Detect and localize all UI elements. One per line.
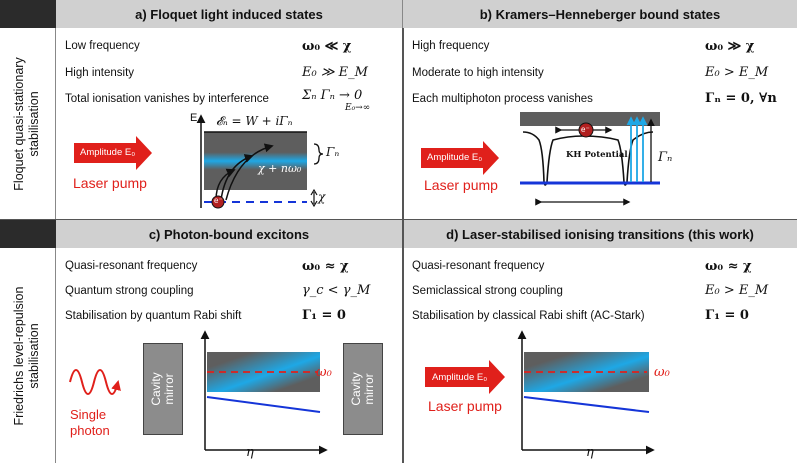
panel-d-pump-label: Amplitude E₀ — [432, 372, 488, 383]
panel-b-continuum-band — [520, 112, 660, 126]
panel-a-electron-label: e⁻ — [214, 196, 223, 205]
panel-a-axis-label: E — [190, 112, 198, 124]
panel-c-mirror-right-line2: mirror — [362, 373, 376, 405]
grid-divider-vertical — [402, 28, 404, 463]
panel-b-title: b) Kramers–Henneberger bound states — [479, 6, 721, 22]
panel-c-prop-1-label: Quasi-resonant frequency — [65, 260, 198, 272]
panel-a-prop-3-sub: E₀→∞ — [345, 103, 371, 113]
panel-a-diagram — [74, 114, 324, 209]
panel-c-diagram — [69, 330, 328, 455]
panel-b-pump-arrow — [421, 141, 499, 175]
panel-c-photon-label-1: Single — [70, 407, 107, 422]
panel-b-electron-label: e⁻ — [581, 125, 590, 134]
row-2-title: Friedrichs level-repulsion stabilisation — [12, 248, 44, 464]
panel-b-pump-label: Amplitude E₀ — [427, 152, 483, 163]
panel-b-diagram — [421, 112, 660, 206]
row-1-title-line2: stabilisation — [27, 91, 41, 157]
panel-d-prop-1-label: Quasi-resonant frequency — [412, 260, 545, 272]
panel-a-gamma-label: Γₙ — [326, 145, 340, 159]
panel-a-transition-label: χ + nω₀ — [258, 162, 302, 175]
panel-c-mirror-left-line2: mirror — [162, 373, 176, 405]
panel-d-prop-2-label: Semiclassical strong coupling — [412, 285, 563, 297]
panel-d-omega-label: ω₀ — [654, 365, 670, 380]
panel-b-prop-2-math: E₀ > E_M — [705, 65, 769, 80]
panel-b-prop-1-math: ω₀ ≫ χ — [705, 39, 755, 54]
row-2-title-line2: stabilisation — [27, 323, 41, 389]
panel-a-prop-2-label: High intensity — [65, 67, 135, 79]
panel-a-pump-label: Amplitude E₀ — [80, 147, 136, 158]
panel-a-chi-label: χ — [318, 190, 326, 204]
panel-b-prop-1-label: High frequency — [412, 40, 490, 52]
panel-c-omega-label: ω₀ — [316, 365, 332, 380]
panel-d-prop-3-label: Stabilisation by classical Rabi shift (A… — [412, 310, 645, 322]
panel-d-eta-label: η — [586, 445, 594, 460]
panel-c-prop-3-math: Γ₁ = 0 — [302, 308, 346, 323]
panel-d-prop-1-math: ω₀ ≈ χ — [705, 259, 752, 274]
corner-block-top — [0, 0, 56, 28]
panel-b-prop-3-math: Γₙ = 0, ∀n — [705, 91, 777, 106]
panel-d-prop-2-math: E₀ > E_M — [705, 283, 769, 298]
panel-c-header: c) Photon-bound excitons — [56, 220, 403, 248]
panel-a-prop-1-math: ω₀ ≪ χ — [302, 39, 352, 54]
panel-a-pump-caption: Laser pump — [73, 175, 147, 191]
panel-c-prop-2-label: Quantum strong coupling — [65, 285, 194, 297]
row-1-title-line1: Floquet quasi-stationary — [12, 57, 26, 191]
panel-c-title: c) Photon-bound excitons — [148, 226, 310, 242]
panel-a-energy-band — [204, 132, 307, 190]
panel-c-prop-1-math: ω₀ ≈ χ — [302, 259, 349, 274]
panel-a-prop-3-math: Σₙ Γₙ → 0 — [302, 88, 363, 103]
panel-a-prop-1-label: Low frequency — [65, 40, 140, 52]
panel-b-pump-caption: Laser pump — [424, 177, 498, 193]
panel-c-photon-wave — [69, 369, 121, 395]
panel-b-prop-2-label: Moderate to high intensity — [412, 67, 544, 79]
panel-d-prop-3-math: Γ₁ = 0 — [705, 308, 749, 323]
panel-c-prop-2-math: γ_c < γ_M — [302, 283, 371, 298]
row-1-sidebar: Floquet quasi-stationary stabilisation — [0, 28, 56, 219]
panel-c-photon-label-2: photon — [70, 423, 110, 438]
panel-d-pump-arrow — [425, 360, 505, 394]
corner-block-bottom — [0, 220, 56, 248]
panel-a-electron — [211, 195, 225, 209]
panel-d-header: d) Laser-stabilised ionising transitions… — [403, 220, 797, 248]
panel-a-prop-3-label: Total ionisation vanishes by interferenc… — [65, 93, 269, 105]
panel-c-prop-3-label: Stabilisation by quantum Rabi shift — [65, 310, 242, 322]
grid-divider-horizontal — [0, 219, 797, 220]
panel-a-prop-2-math: E₀ ≫ E_M — [302, 65, 368, 80]
row-2-sidebar: Friedrichs level-repulsion stabilisation — [0, 248, 56, 463]
panel-b-gamma-label: Γₙ — [658, 150, 673, 165]
panel-d-title: d) Laser-stabilised ionising transitions… — [446, 226, 754, 242]
panel-d-pump-caption: Laser pump — [428, 398, 502, 414]
panel-c-eta-label: η — [246, 445, 254, 460]
panel-a-header: a) Floquet light induced states — [56, 0, 403, 28]
panel-b-prop-3-label: Each multiphoton process vanishes — [412, 93, 593, 105]
panel-b-potential-label: KH Potential — [566, 150, 628, 160]
panel-b-header: b) Kramers–Henneberger bound states — [403, 0, 797, 28]
panel-a-energy-label: 𝓔ₙ = W + iΓₙ — [216, 114, 293, 128]
row-1-title: Floquet quasi-stationary stabilisation — [12, 28, 44, 220]
panel-a-title: a) Floquet light induced states — [135, 6, 323, 22]
panel-d-diagram — [425, 330, 655, 455]
panel-a-pump-arrow — [74, 136, 152, 170]
panel-b-electron — [578, 122, 594, 138]
row-2-title-line1: Friedrichs level-repulsion — [12, 286, 26, 426]
